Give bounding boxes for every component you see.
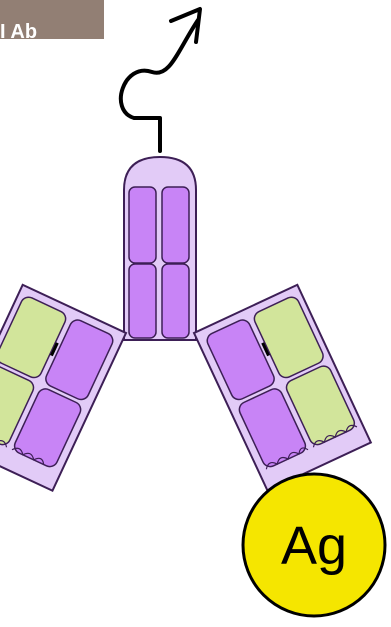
antigen-label: Ag bbox=[281, 516, 347, 576]
antibody-stem bbox=[124, 157, 196, 340]
right-fab-arm bbox=[194, 285, 371, 491]
heavy-chain-right-domain-1 bbox=[162, 187, 189, 263]
antigen: Ag bbox=[243, 474, 385, 616]
signal-arrow-line bbox=[121, 20, 198, 151]
left-fab-arm bbox=[0, 285, 126, 491]
heavy-chain-left-domain-2 bbox=[129, 264, 156, 338]
heavy-chain-right-domain-2 bbox=[162, 264, 189, 338]
heavy-chain-left-domain-1 bbox=[129, 187, 156, 263]
signal-arrow bbox=[121, 9, 200, 151]
